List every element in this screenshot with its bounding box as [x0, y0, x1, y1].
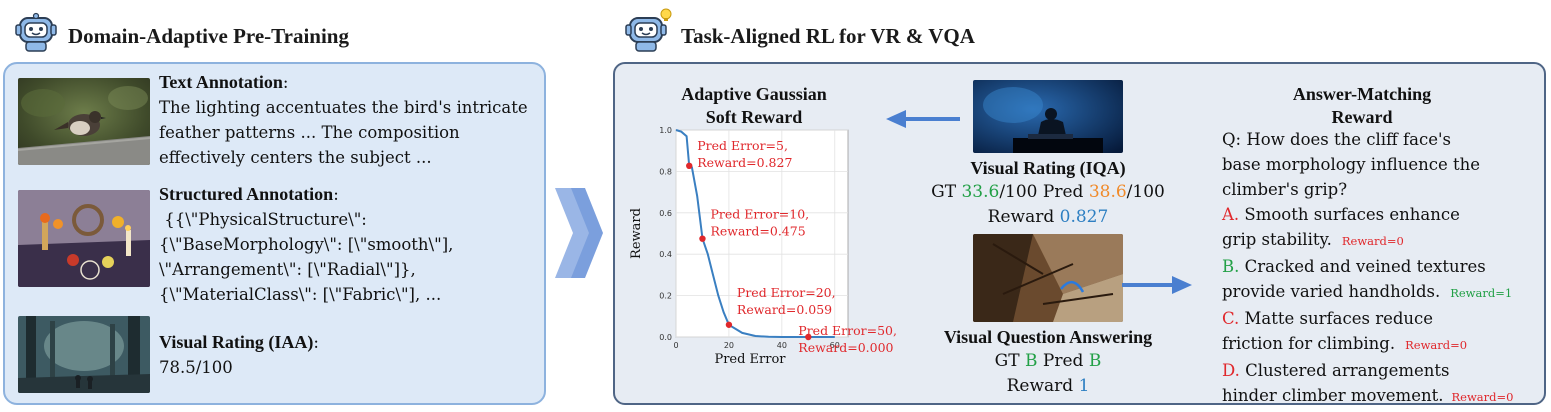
point-label: Reward=0.000	[798, 340, 893, 355]
still-life-image	[18, 190, 150, 287]
point-label: Reward=0.475	[710, 224, 805, 239]
y-tick-label: 1.0	[659, 126, 672, 135]
visual-rating-iaa-label: Visual Rating (IAA)	[159, 332, 314, 352]
structured-annotation: Structured Annotation: {{\"PhysicalStruc…	[159, 182, 453, 307]
bird-image	[18, 78, 150, 165]
iqa-title: Visual Rating (IQA)	[970, 158, 1126, 178]
chevron-right-icon	[553, 188, 605, 278]
point-label: Pred Error=50,	[798, 323, 897, 338]
visual-rating-iaa: Visual Rating (IAA): 78.5/100	[159, 330, 319, 380]
robot-lightbulb-icon	[624, 6, 676, 54]
text-annotation-label: Text Annotation	[159, 72, 283, 92]
structured-annotation-line: {\"BaseMorphology\": [\"smooth\"],	[159, 235, 454, 254]
arrow-right-icon	[1122, 276, 1192, 294]
x-tick-label: 20	[724, 341, 734, 350]
option-c-reward: Reward=0	[1405, 338, 1468, 352]
point-label: Pred Error=10,	[710, 207, 809, 222]
y-tick-label: 0.8	[659, 167, 672, 176]
option-b: B. Cracked and veined textures	[1222, 257, 1486, 276]
iqa-scores: GT 33.6/100 Pred 38.6/100	[931, 182, 1165, 202]
y-tick-label: 0.0	[659, 333, 672, 342]
robot-icon	[14, 10, 58, 54]
visual-rating-iaa-value: 78.5/100	[159, 358, 233, 377]
point-label: Reward=0.827	[697, 155, 792, 170]
y-tick-label: 0.4	[659, 250, 672, 259]
iqa-reward-value: 0.827	[1059, 207, 1109, 227]
structured-annotation-line: \"Arrangement\": [\"Radial\"]},	[159, 260, 416, 279]
x-tick-label: 40	[777, 341, 787, 350]
option-c: C. Matte surfaces reduce	[1222, 309, 1434, 328]
x-tick-label: 60	[830, 341, 840, 350]
cliff-image	[973, 234, 1123, 322]
point-label: Reward=0.059	[737, 302, 832, 317]
structured-annotation-line: {\"MaterialClass\": [\"Fabric\"], ...	[159, 285, 442, 304]
text-annotation: Text Annotation: The lighting accentuate…	[159, 70, 528, 170]
iqa-reward: Reward 0.827	[987, 207, 1109, 227]
structured-annotation-label: Structured Annotation	[159, 184, 334, 204]
vqa-reward-value: 1	[1078, 376, 1090, 396]
concert-image	[973, 80, 1123, 153]
gaussian-reward-title: Adaptive Gaussian Soft Reward	[681, 84, 827, 127]
option-d-reward: Reward=0	[1451, 390, 1514, 404]
text-annotation-line: The lighting accentuates the bird's intr…	[159, 98, 528, 117]
x-axis-label: Pred Error	[714, 352, 786, 367]
option-d: D. Clustered arrangements	[1222, 361, 1450, 380]
answer-matching-title: Answer-Matching Reward	[1292, 84, 1432, 127]
text-annotation-line: feather patterns ... The composition	[159, 123, 460, 142]
reward-point	[686, 162, 693, 170]
text-annotation-line: effectively centers the subject ...	[159, 148, 432, 167]
reward-point	[805, 333, 812, 341]
section-heading-pretraining: Domain-Adaptive Pre-Training	[68, 24, 349, 48]
point-label: Pred Error=5,	[697, 138, 788, 153]
forest-image	[18, 316, 150, 393]
iqa-pred-value: 38.6	[1088, 182, 1127, 202]
y-axis-label: Reward	[629, 208, 644, 259]
question-line: climber's grip?	[1222, 180, 1348, 199]
y-tick-label: 0.2	[659, 292, 672, 301]
vqa-reward: Reward 1	[1006, 376, 1090, 396]
option-a-reward: Reward=0	[1341, 234, 1404, 248]
question-line: base morphology influence the	[1222, 155, 1481, 174]
x-tick-label: 0	[673, 341, 678, 350]
answer-matching-body: Q: How does the cliff face's base morpho…	[1222, 127, 1513, 410]
reward-curve	[675, 129, 835, 338]
iqa-gt-value: 33.6	[961, 182, 1000, 202]
vqa-pred-value: B	[1088, 351, 1102, 371]
vqa-gt-value: B	[1025, 351, 1038, 371]
option-b-reward: Reward=1	[1450, 286, 1513, 300]
arrow-left-icon	[886, 110, 960, 128]
reward-point	[699, 235, 706, 242]
structured-annotation-line: {{\"PhysicalStructure\":	[159, 210, 367, 229]
question-line: Q: How does the cliff face's	[1222, 130, 1451, 149]
option-a: A. Smooth surfaces enhance	[1222, 205, 1460, 224]
vqa-scores: GT B Pred B	[994, 351, 1102, 371]
section-heading-rl: Task-Aligned RL for VR & VQA	[681, 24, 975, 48]
reward-point	[725, 321, 733, 328]
point-label: Pred Error=20,	[737, 285, 836, 300]
y-tick-label: 0.6	[659, 209, 672, 218]
vqa-title: Visual Question Answering	[943, 327, 1153, 347]
